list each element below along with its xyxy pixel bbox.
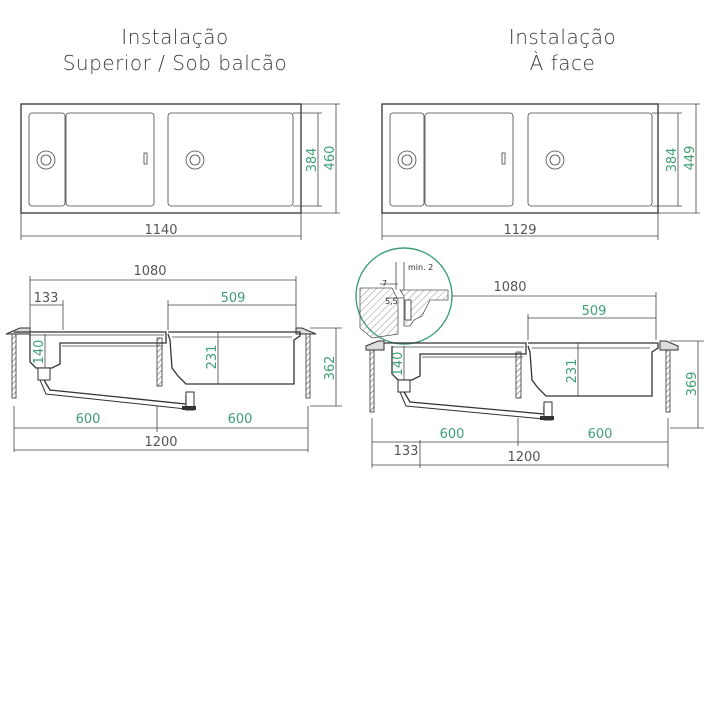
right-drain-offset-label: 133 <box>394 444 419 459</box>
flush-detail-callout: min. 2 7 5,5 <box>355 247 453 345</box>
right-title-line1: Instalação <box>508 25 617 49</box>
left-small-bowl-label: 509 <box>221 291 246 306</box>
detail-edge-label: 5,5 <box>385 297 398 306</box>
detail-gap-label: 7 <box>382 279 387 288</box>
right-width-label: 1129 <box>503 223 536 238</box>
left-cabinet-right-label: 600 <box>228 412 253 427</box>
left-total-height-label: 362 <box>323 356 338 381</box>
right-bowl-span-label: 1080 <box>493 280 526 295</box>
left-title-line2: Superior / Sob balcão <box>62 51 288 75</box>
right-cabinet-right-label: 600 <box>588 427 613 442</box>
right-top-view: 384 449 1129 <box>381 103 700 240</box>
left-top-view: 384 460 1140 <box>20 103 340 240</box>
right-title: Instalação À face <box>440 24 685 76</box>
right-outer-depth-label: 449 <box>683 146 698 171</box>
left-bowl-span-label: 1080 <box>133 264 166 279</box>
left-drain-depth-label: 140 <box>32 340 47 365</box>
right-cabinet-total-label: 1200 <box>507 450 540 465</box>
left-cabinet-total-label: 1200 <box>144 435 177 450</box>
left-cabinet-left-label: 600 <box>76 412 101 427</box>
left-drain-offset-label: 133 <box>34 291 59 306</box>
right-inner-depth-label: 384 <box>665 148 680 173</box>
right-bowl-depth-label: 231 <box>565 359 580 384</box>
right-drain-depth-label: 140 <box>391 352 406 377</box>
detail-min-label: min. 2 <box>408 263 433 272</box>
left-inner-depth-label: 384 <box>305 148 320 173</box>
right-title-line2: À face <box>529 51 596 75</box>
left-section-view: 1080 133 509 1 <box>5 264 342 452</box>
right-section-view: min. 2 7 5,5 1080 509 <box>355 247 704 468</box>
left-width-label: 1140 <box>144 223 177 238</box>
left-bowl-depth-label: 231 <box>205 345 220 370</box>
right-small-bowl-label: 509 <box>582 304 607 319</box>
right-total-height-label: 369 <box>685 372 700 397</box>
left-outer-depth-label: 460 <box>323 146 338 171</box>
left-title-line1: Instalação <box>121 25 229 49</box>
right-cabinet-left-label: 600 <box>440 427 465 442</box>
left-title: Instalação Superior / Sob balcão <box>30 24 320 76</box>
